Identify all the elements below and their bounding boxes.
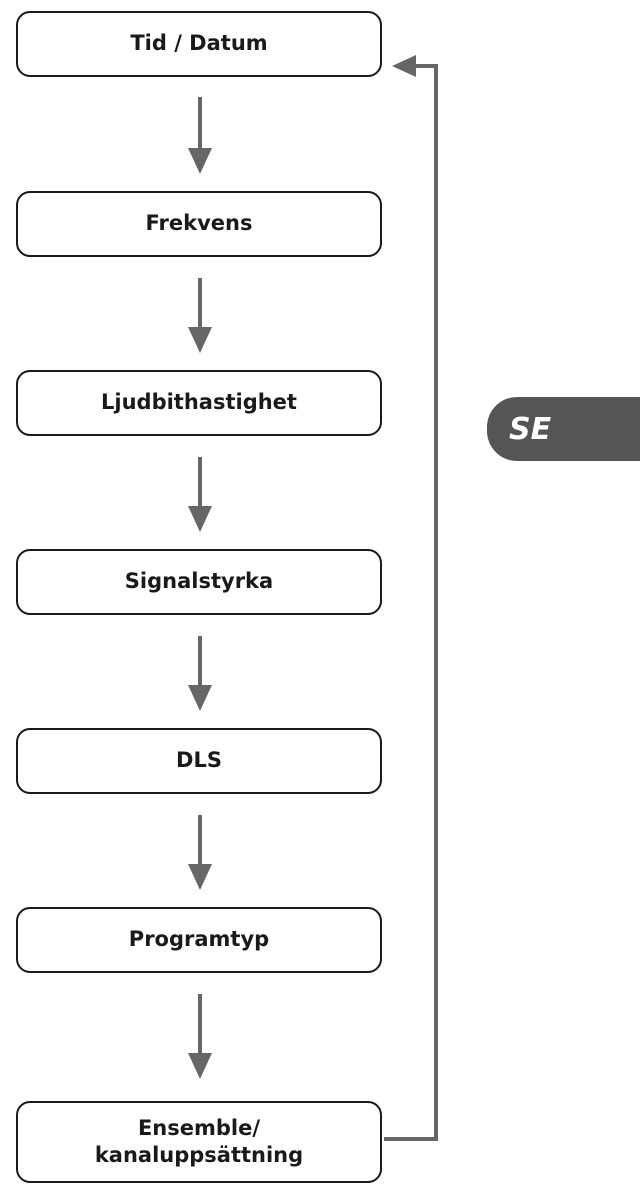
step-frekvens: Frekvens (16, 191, 382, 257)
down-arrows (188, 97, 212, 1079)
step-label: Frekvens (145, 211, 253, 236)
step-label: Ljudbithastighet (101, 390, 297, 415)
loop-back-arrow (384, 55, 438, 1141)
arrow-down-4 (188, 636, 212, 711)
step-label: Tid / Datum (130, 31, 268, 56)
step-label: DLS (176, 748, 222, 773)
language-tab-se: SE (487, 397, 640, 461)
step-label: Programtyp (128, 927, 270, 952)
step-label: Ensemble/ kanaluppsättning (94, 1115, 304, 1167)
step-ljudbithastighet: Ljudbithastighet (16, 370, 382, 436)
step-tid-datum: Tid / Datum (16, 11, 382, 77)
step-programtyp: Programtyp (16, 907, 382, 973)
arrow-down-2 (188, 278, 212, 353)
step-label: Signalstyrka (124, 569, 274, 594)
arrow-down-5 (188, 815, 212, 890)
step-signalstyrka: Signalstyrka (16, 549, 382, 615)
arrow-down-1 (188, 97, 212, 174)
language-tab-label: SE (509, 411, 552, 447)
step-dls: DLS (16, 728, 382, 794)
step-ensemble: Ensemble/ kanaluppsättning (16, 1101, 382, 1183)
arrow-down-6 (188, 994, 212, 1079)
arrow-down-3 (188, 457, 212, 532)
